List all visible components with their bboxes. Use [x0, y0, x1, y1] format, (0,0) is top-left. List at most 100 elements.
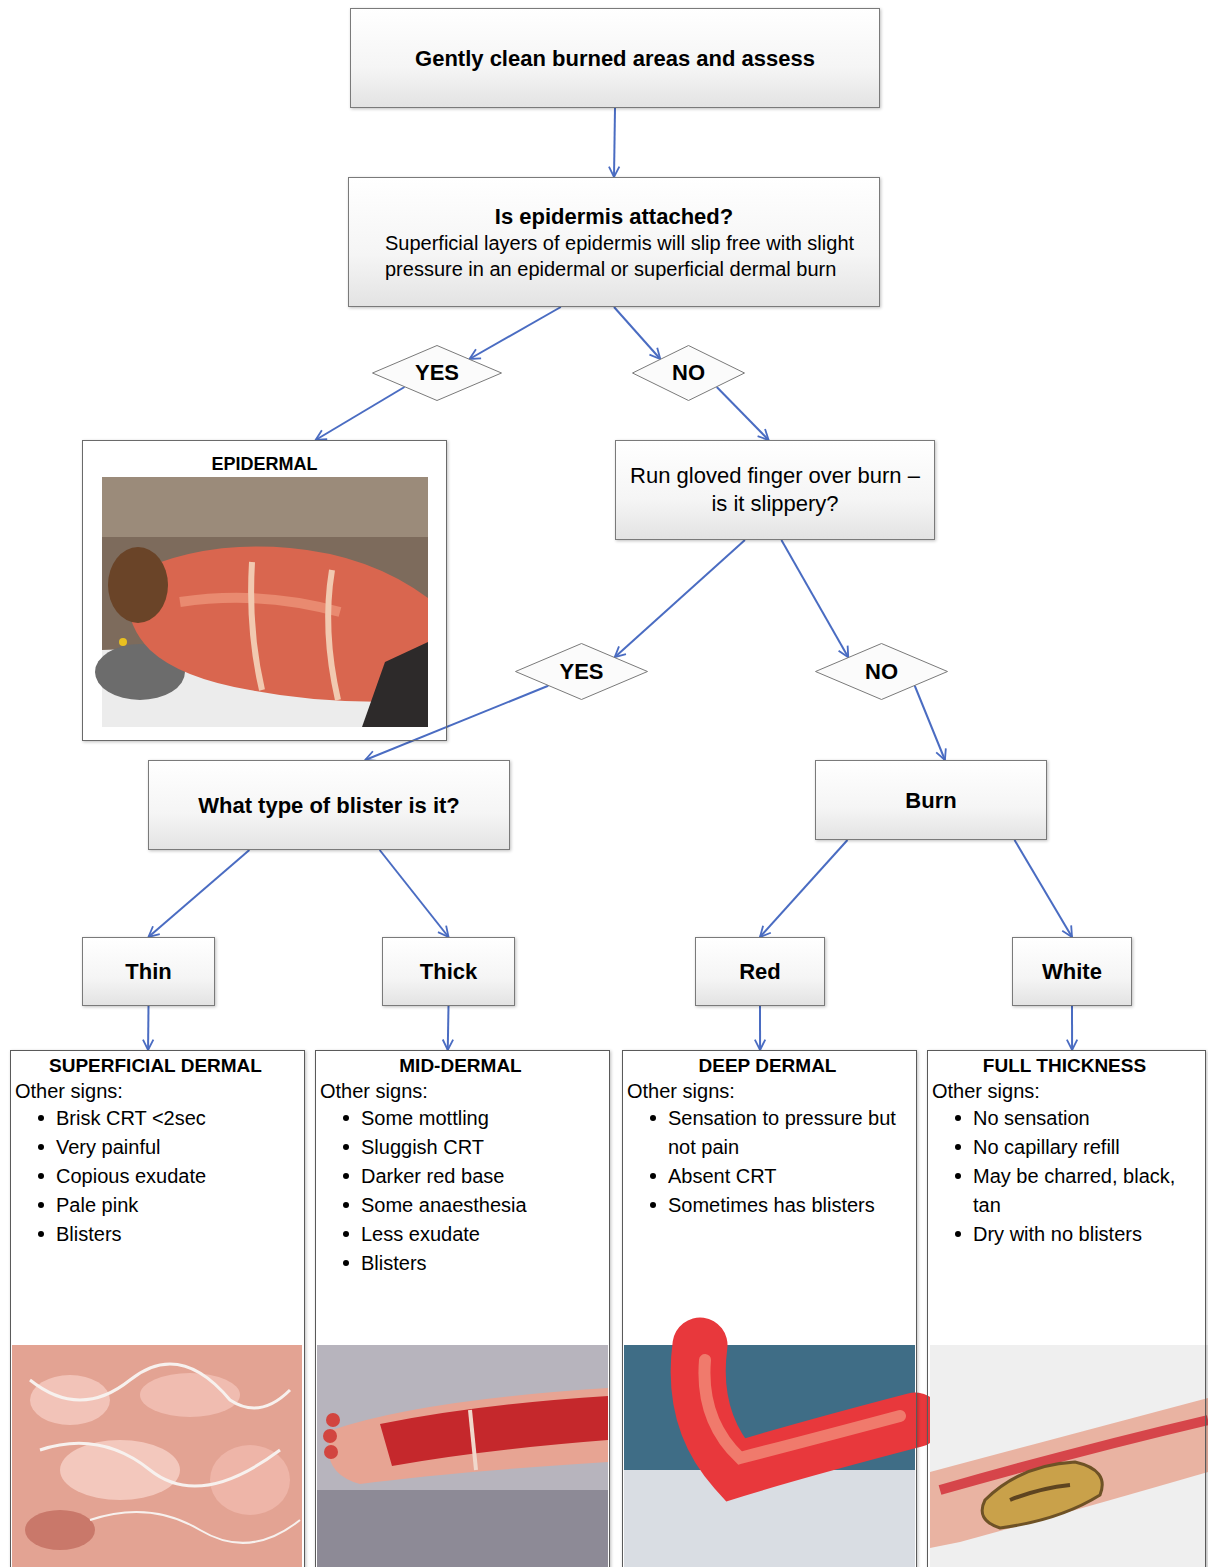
bullet-text: Some mottling — [361, 1104, 603, 1133]
bullet-row: Blisters — [13, 1220, 298, 1249]
shorts — [362, 642, 428, 727]
bullet-text: Brisk CRT <2sec — [56, 1104, 298, 1133]
flow-arrow — [1071, 1006, 1073, 1050]
skin-line — [470, 1410, 476, 1470]
deep-dermal-photo — [624, 1345, 915, 1567]
outcome-card: DEEP DERMALOther signs:Sensation to pres… — [622, 1050, 917, 1567]
card-heading: MID-DERMAL — [318, 1054, 603, 1078]
eschar — [982, 1462, 1102, 1528]
photo-wall — [102, 477, 428, 537]
bullet-row: Brisk CRT <2sec — [13, 1104, 298, 1133]
bullet-dot — [38, 1231, 44, 1237]
box-label: Thin — [95, 958, 202, 985]
box-label: Run gloved finger over burn – is it slip… — [628, 462, 922, 518]
bullet-row: Blisters — [318, 1249, 603, 1278]
bullet-text: Some anaesthesia — [361, 1191, 603, 1220]
option-box: White — [1012, 937, 1132, 1006]
bullet-dot — [343, 1231, 349, 1237]
outcome-card: EPIDERMAL — [82, 440, 447, 741]
card-heading: FULL THICKNESS — [930, 1054, 1199, 1078]
bullet-dot — [343, 1115, 349, 1121]
outcome-card: FULL THICKNESSOther signs:No sensationNo… — [927, 1050, 1206, 1567]
bullet-dot — [955, 1231, 961, 1237]
text-row: Burn — [828, 787, 1034, 814]
photo-background — [930, 1345, 1208, 1567]
bullet-row: Copious exudate — [13, 1162, 298, 1191]
bullet-dot — [650, 1202, 656, 1208]
flow-arrow — [316, 387, 405, 440]
bullet-row: Some mottling — [318, 1104, 603, 1133]
text-row: Thin — [95, 958, 202, 985]
charred-edge — [1010, 1485, 1070, 1500]
toe — [326, 1413, 340, 1427]
text-row: NO — [865, 659, 898, 685]
text-row: DEEP DERMAL — [625, 1054, 910, 1078]
bullet-row: Absent CRT — [625, 1162, 910, 1191]
bullet-text: Copious exudate — [56, 1162, 298, 1191]
flow-arrow — [614, 307, 660, 359]
bullet-row: Some anaesthesia — [318, 1191, 603, 1220]
bullet-dot — [38, 1173, 44, 1179]
flow-arrow — [470, 307, 561, 359]
flow-arrow — [915, 686, 945, 760]
box-label: What type of blister is it? — [161, 792, 497, 819]
yellow-object — [119, 638, 127, 646]
flow-arrow — [147, 1006, 149, 1050]
peeling-skin — [90, 1512, 300, 1543]
flow-arrow — [1015, 840, 1072, 937]
text-row: Other signs: — [13, 1078, 298, 1104]
card-subheading: Other signs: — [930, 1078, 1199, 1104]
question-heading: Is epidermis attached? — [361, 203, 867, 230]
text-row: SUPERFICIAL DERMAL — [13, 1054, 298, 1078]
decision-label: YES — [559, 659, 603, 685]
text-row: Is epidermis attached? — [361, 203, 867, 230]
flow-arrow — [380, 850, 449, 937]
skin-highlight — [180, 598, 340, 612]
bullet-dot — [955, 1115, 961, 1121]
decision-label: NO — [865, 659, 898, 685]
bullet-text: Very painful — [56, 1133, 298, 1162]
toe — [323, 1429, 337, 1443]
diamond-shape — [516, 644, 648, 700]
photo-background — [317, 1345, 608, 1567]
superficial-dermal-photo — [12, 1345, 302, 1567]
bullet-row: Darker red base — [318, 1162, 603, 1191]
bullet-row: Sometimes has blisters — [625, 1191, 910, 1220]
question-body: Superficial layers of epidermis will sli… — [361, 230, 867, 282]
bullet-dot — [955, 1173, 961, 1179]
box-label: Thick — [395, 958, 502, 985]
bullet-text: Blisters — [361, 1249, 603, 1278]
option-box: Red — [695, 937, 825, 1006]
question-box: Run gloved finger over burn – is it slip… — [615, 440, 935, 540]
epidermal-photo — [95, 477, 428, 727]
text-row: Gently clean burned areas and assess — [363, 45, 867, 72]
card-heading: DEEP DERMAL — [625, 1054, 910, 1078]
start-box: Gently clean burned areas and assess — [350, 8, 880, 108]
bullet-row: Dry with no blisters — [930, 1220, 1199, 1249]
blister — [210, 1445, 290, 1515]
text-row: Other signs: — [930, 1078, 1199, 1104]
bullet-text: Sometimes has blisters — [668, 1191, 910, 1220]
bullet-dot — [343, 1173, 349, 1179]
bullet-dot — [650, 1173, 656, 1179]
bullet-row: No capillary refill — [930, 1133, 1199, 1162]
burn-area — [380, 1396, 608, 1466]
peeling-skin — [30, 1364, 290, 1408]
decision-diamond: NO — [632, 345, 745, 401]
diamond-shape — [633, 346, 745, 401]
outcome-card: MID-DERMALOther signs:Some mottlingSlugg… — [315, 1050, 610, 1567]
peeling-skin — [40, 1443, 280, 1486]
flow-arrow — [717, 387, 769, 440]
process-box: Burn — [815, 760, 1047, 840]
bullet-text: Dry with no blisters — [973, 1220, 1199, 1249]
toe — [324, 1445, 338, 1459]
diamond-shape — [816, 644, 948, 700]
text-row: Run gloved finger over burn – is it slip… — [628, 462, 922, 518]
outcome-card: SUPERFICIAL DERMALOther signs:Brisk CRT … — [10, 1050, 305, 1567]
text-row: Other signs: — [625, 1078, 910, 1104]
tan-line — [328, 570, 338, 700]
flow-arrow — [614, 108, 615, 177]
full-thickness-photo — [930, 1345, 1208, 1567]
bullet-dot — [955, 1144, 961, 1150]
bullet-text: May be charred, black, tan — [973, 1162, 1199, 1220]
